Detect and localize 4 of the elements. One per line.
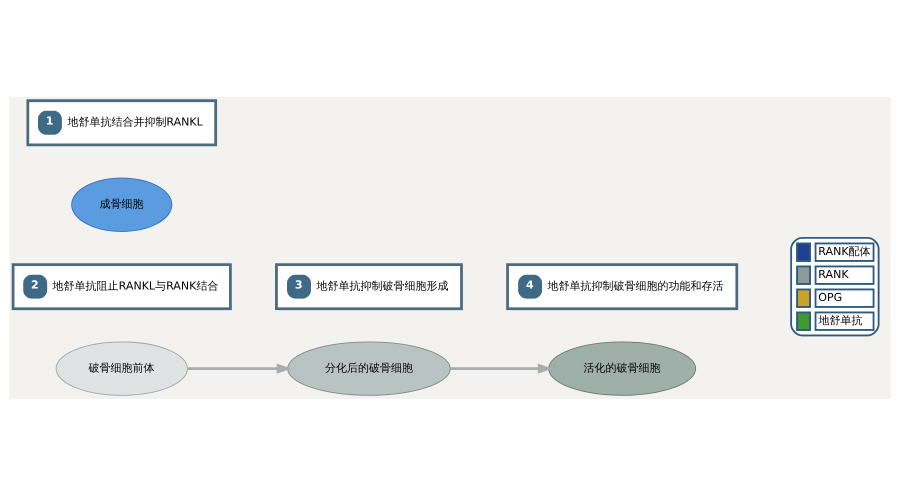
legend-label: RANK配体 [818, 244, 871, 258]
legend-label: OPG [818, 290, 842, 304]
legend-label: RANK [818, 268, 849, 281]
legend-label: 地舒单抗 [818, 314, 862, 327]
